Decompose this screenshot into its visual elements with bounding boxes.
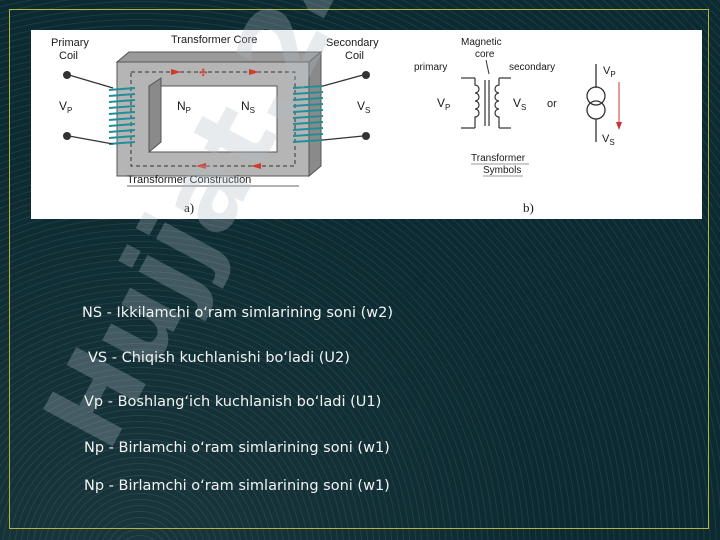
svg-text:core: core <box>475 49 495 60</box>
symbol-primary-label: primary <box>414 62 447 73</box>
text-line-np-repeat: Np - Birlamchi o‘ram simlarining soni (w… <box>84 478 390 494</box>
svg-text:Symbols: Symbols <box>483 165 521 176</box>
svg-text:VP: VP <box>603 65 616 79</box>
svg-text:Coil: Coil <box>59 50 78 62</box>
text-line-vs: VS - Chiqish kuchlanishi bo‘ladi (U2) <box>88 350 350 366</box>
text-line-vp: Vp - Boshlang‘ich kuchlanish bo‘ladi (U1… <box>84 394 382 410</box>
transformer-diagram: ✣ <box>51 34 622 215</box>
slide-frame <box>9 9 709 529</box>
svg-text:VS: VS <box>357 99 370 115</box>
symbol-secondary-label: secondary <box>509 62 555 73</box>
svg-text:VS: VS <box>513 96 526 112</box>
transformer-core-label: Transformer Core <box>171 34 257 46</box>
transformer-figure: ✣ <box>31 30 702 219</box>
svg-text:Secondary: Secondary <box>326 37 379 49</box>
or-label: or <box>547 98 557 110</box>
tag-a: a) <box>184 200 194 215</box>
svg-text:Primary: Primary <box>51 37 89 49</box>
svg-text:✣: ✣ <box>199 68 207 79</box>
svg-text:VS: VS <box>602 133 615 147</box>
svg-text:VP: VP <box>437 96 450 112</box>
text-line-np: Np - Birlamchi o‘ram simlarining soni (w… <box>84 440 390 456</box>
tag-b: b) <box>523 200 534 215</box>
svg-text:Magnetic: Magnetic <box>461 37 502 48</box>
text-line-ns: NS - Ikkilamchi o‘ram simlarining soni (… <box>82 305 393 321</box>
svg-text:VP: VP <box>59 99 72 115</box>
svg-text:Coil: Coil <box>345 50 364 62</box>
construction-label: Transformer Construction <box>127 174 251 186</box>
svg-text:Transformer: Transformer <box>471 153 526 164</box>
